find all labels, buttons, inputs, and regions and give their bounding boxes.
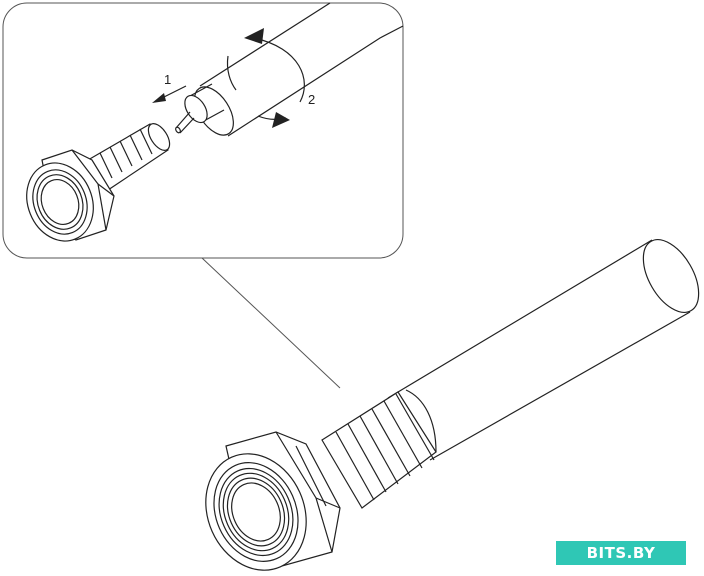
twist-arrow-icon (226, 28, 305, 128)
step-1-label: 1 (164, 72, 171, 87)
detail-cable (175, 2, 404, 137)
detail-callout: 1 2 (2, 2, 404, 259)
main-sleeve (321, 389, 437, 509)
main-cable (387, 239, 700, 461)
detail-connector (26, 123, 171, 242)
leader-line (201, 257, 341, 389)
site-watermark: BITS.BY (556, 541, 686, 565)
step-2-label: 2 (308, 92, 315, 107)
main-thread-face (205, 453, 307, 571)
main-assembly (205, 239, 700, 571)
pull-arrow-icon (152, 85, 187, 103)
